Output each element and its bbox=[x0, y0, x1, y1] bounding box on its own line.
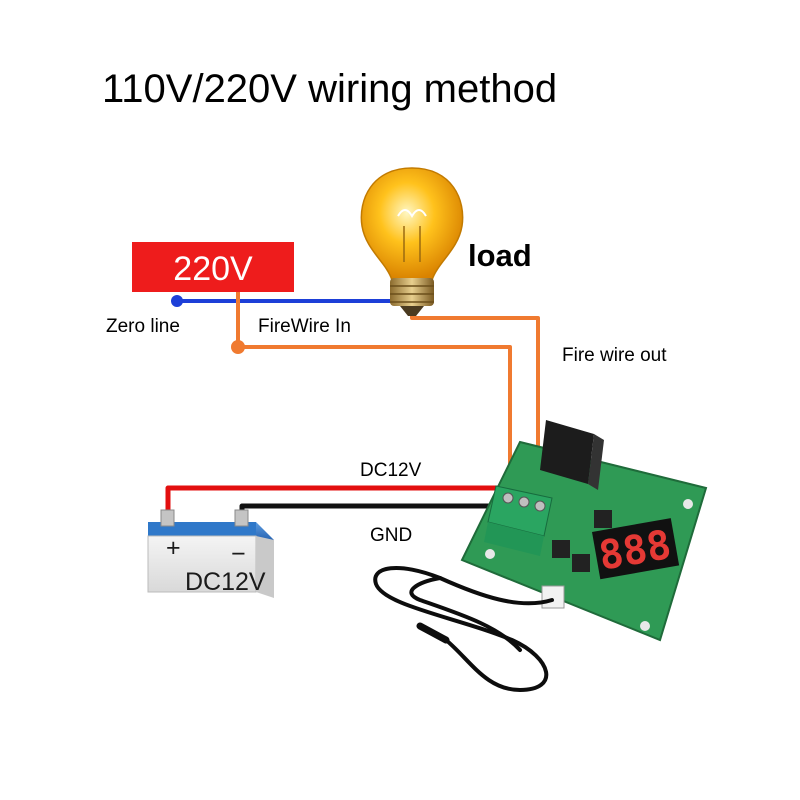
board-button bbox=[572, 554, 590, 572]
page-title: 110V/220V wiring method bbox=[102, 67, 557, 111]
zero-line-wire bbox=[171, 295, 398, 307]
relay bbox=[540, 420, 594, 484]
sensor-cable bbox=[373, 566, 554, 693]
battery-plus: + bbox=[166, 534, 181, 562]
mount-hole bbox=[640, 621, 650, 631]
mount-hole bbox=[683, 499, 693, 509]
zero-line-label: Zero line bbox=[106, 316, 180, 337]
dc12v-label: DC12V bbox=[360, 460, 422, 481]
power-source-box bbox=[132, 242, 294, 292]
gnd-wire bbox=[239, 503, 502, 516]
load-label: load bbox=[468, 238, 532, 273]
gnd-label: GND bbox=[370, 525, 412, 546]
board-button bbox=[594, 510, 612, 528]
firewire-in-label: FireWire In bbox=[258, 316, 351, 337]
battery-minus: − bbox=[231, 540, 246, 568]
mount-hole bbox=[485, 549, 495, 559]
fire-wire-out-path bbox=[410, 316, 540, 478]
power-source: 220V bbox=[132, 242, 294, 292]
thermostat-board: 888 bbox=[460, 420, 708, 642]
fire-wire-out-label: Fire wire out bbox=[562, 345, 667, 366]
zero-line-node bbox=[171, 295, 183, 307]
bulb-icon bbox=[360, 167, 464, 316]
board-button bbox=[552, 540, 570, 558]
led-display: 888 bbox=[592, 518, 680, 580]
firewire-in-wire bbox=[231, 292, 512, 478]
battery-icon: + − DC12V bbox=[147, 509, 274, 598]
power-source-label: 220V bbox=[173, 250, 253, 288]
dc12v-wire bbox=[165, 485, 522, 516]
firewire-in-node bbox=[231, 340, 245, 354]
sensor-connector bbox=[541, 585, 565, 609]
battery-label: DC12V bbox=[185, 568, 266, 596]
firewire-in-path bbox=[236, 292, 512, 478]
